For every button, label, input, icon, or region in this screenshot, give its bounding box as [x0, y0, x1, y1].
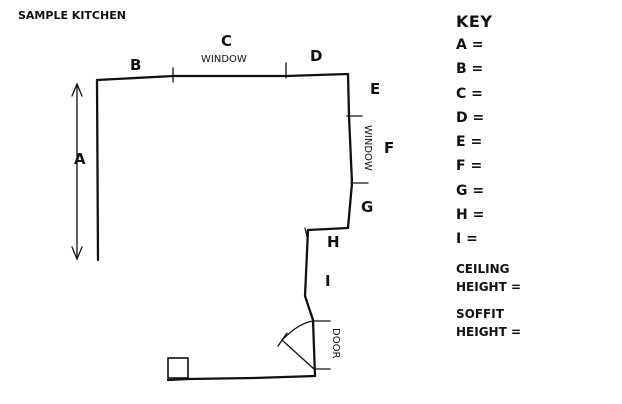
diagram-title: SAMPLE KITCHEN	[18, 9, 126, 22]
key-panel: KEY A = B = C = D = E = F = G = H = I = …	[456, 12, 521, 341]
wall-outline	[95, 72, 354, 382]
ceiling-label: CEILING	[456, 261, 510, 276]
window-top-label: WINDOW	[201, 54, 247, 65]
key-item-g: G =	[456, 182, 485, 199]
label-a: A	[74, 150, 86, 168]
ceiling-height-label: HEIGHT =	[456, 279, 522, 294]
key-item-a: A =	[456, 37, 484, 53]
key-heading: KEY	[456, 12, 493, 31]
soffit-height-label: HEIGHT =	[456, 324, 522, 339]
key-item-b: B =	[456, 61, 484, 78]
window-right-label: WINDOW	[362, 125, 373, 171]
key-item-h: H =	[456, 207, 485, 224]
key-item-e: E =	[456, 134, 483, 151]
label-e: E	[370, 80, 380, 98]
door-swing	[277, 320, 315, 370]
label-d: D	[310, 47, 322, 65]
label-g: G	[361, 198, 373, 216]
square-fixture	[167, 357, 189, 379]
key-item-d: D =	[456, 109, 485, 126]
label-h: H	[327, 233, 340, 251]
tick-h-i	[304, 227, 309, 242]
label-f: F	[384, 139, 394, 157]
key-item-c: C =	[456, 85, 483, 102]
key-item-f: F =	[456, 158, 483, 175]
key-item-i: I =	[456, 231, 478, 248]
label-i: I	[325, 272, 331, 290]
label-b: B	[130, 56, 141, 74]
dimension-arrow-a	[71, 82, 83, 261]
wall-a	[95, 78, 100, 262]
label-c: C	[221, 32, 232, 50]
soffit-label: SOFFIT	[456, 306, 504, 321]
door-label: DOOR	[330, 328, 341, 358]
